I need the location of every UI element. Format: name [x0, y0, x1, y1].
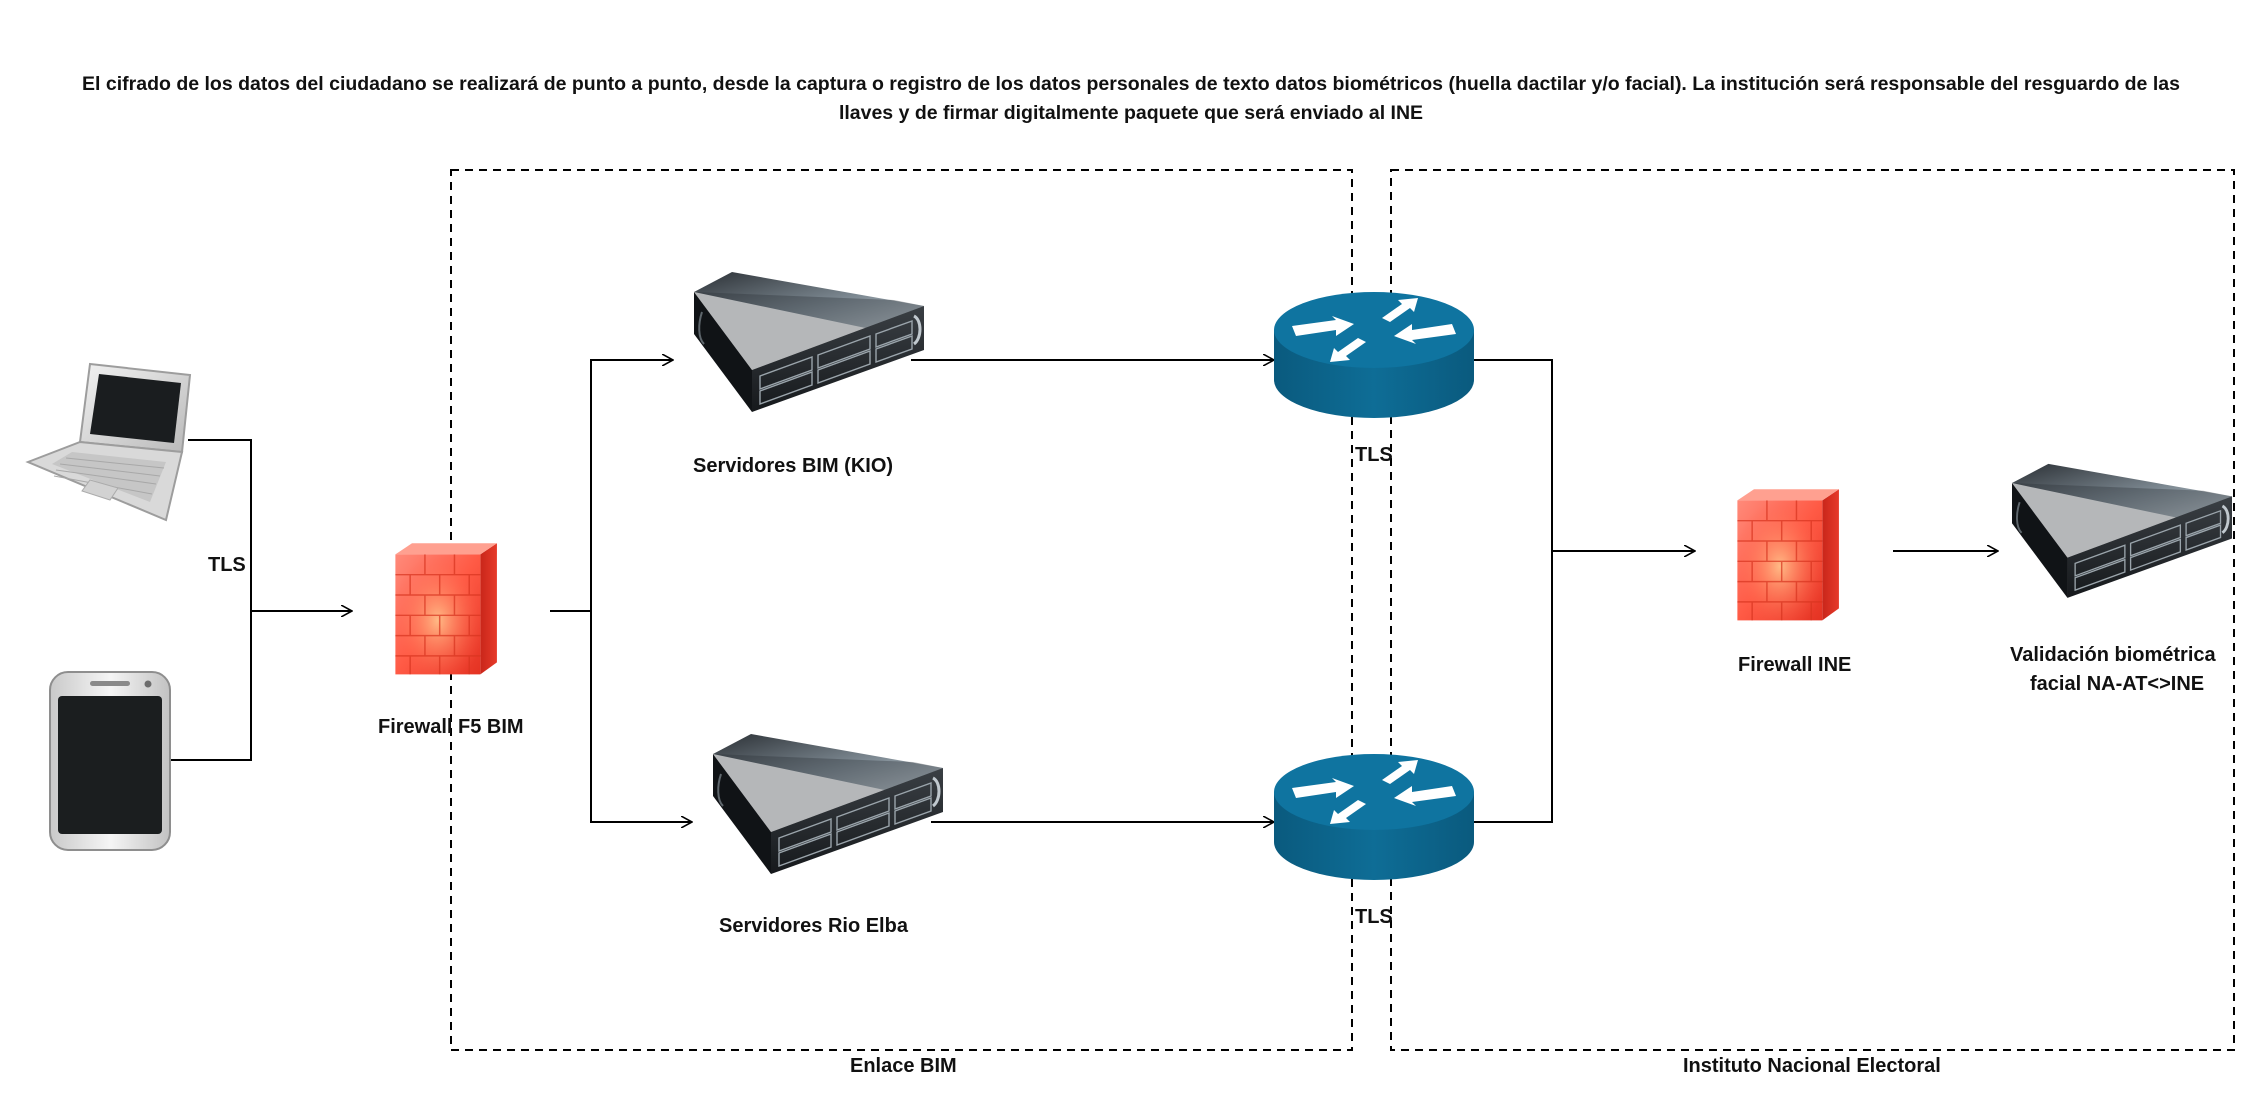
router-bottom-icon — [1274, 754, 1474, 880]
firewall-bim-label: Firewall F5 BIM — [378, 716, 524, 738]
router-top-connector — [1470, 359, 1553, 551]
phone-connector — [170, 610, 252, 761]
firewall-ine-label: Firewall INE — [1738, 654, 1852, 676]
laptop-connector — [188, 439, 252, 610]
router-top-icon — [1274, 292, 1474, 418]
validation-server-icon — [2012, 462, 2232, 638]
diagram-title: El cifrado de los datos del ciudadano se… — [82, 73, 2180, 124]
validation-label-line2: facial NA-AT<>INE — [2030, 673, 2205, 695]
server-kio-icon — [692, 272, 926, 452]
firewall-bim-icon — [394, 542, 498, 676]
firewall-to-kio-arrow — [590, 360, 673, 611]
server-kio-label: Servidores BIM (KIO) — [693, 455, 894, 477]
laptop-icon — [25, 362, 192, 522]
ine-group — [1390, 169, 2235, 1051]
tls-clients-label: TLS — [208, 554, 246, 576]
ine-group-label: Instituto Nacional Electoral — [1683, 1055, 1941, 1077]
tls-router-top-label: TLS — [1355, 444, 1393, 466]
smartphone-icon — [49, 671, 171, 851]
server-rio-label: Servidores Rio Elba — [719, 915, 908, 937]
enlace-bim-group-label: Enlace BIM — [850, 1055, 957, 1077]
firewall-to-rio-arrow — [590, 611, 692, 822]
firewall-ine-icon — [1736, 488, 1840, 622]
server-rio-icon — [711, 734, 945, 914]
validation-label-line1: Validación biométrica — [2010, 644, 2216, 666]
router-bottom-connector — [1470, 551, 1553, 823]
tls-router-bottom-label: TLS — [1355, 906, 1393, 928]
